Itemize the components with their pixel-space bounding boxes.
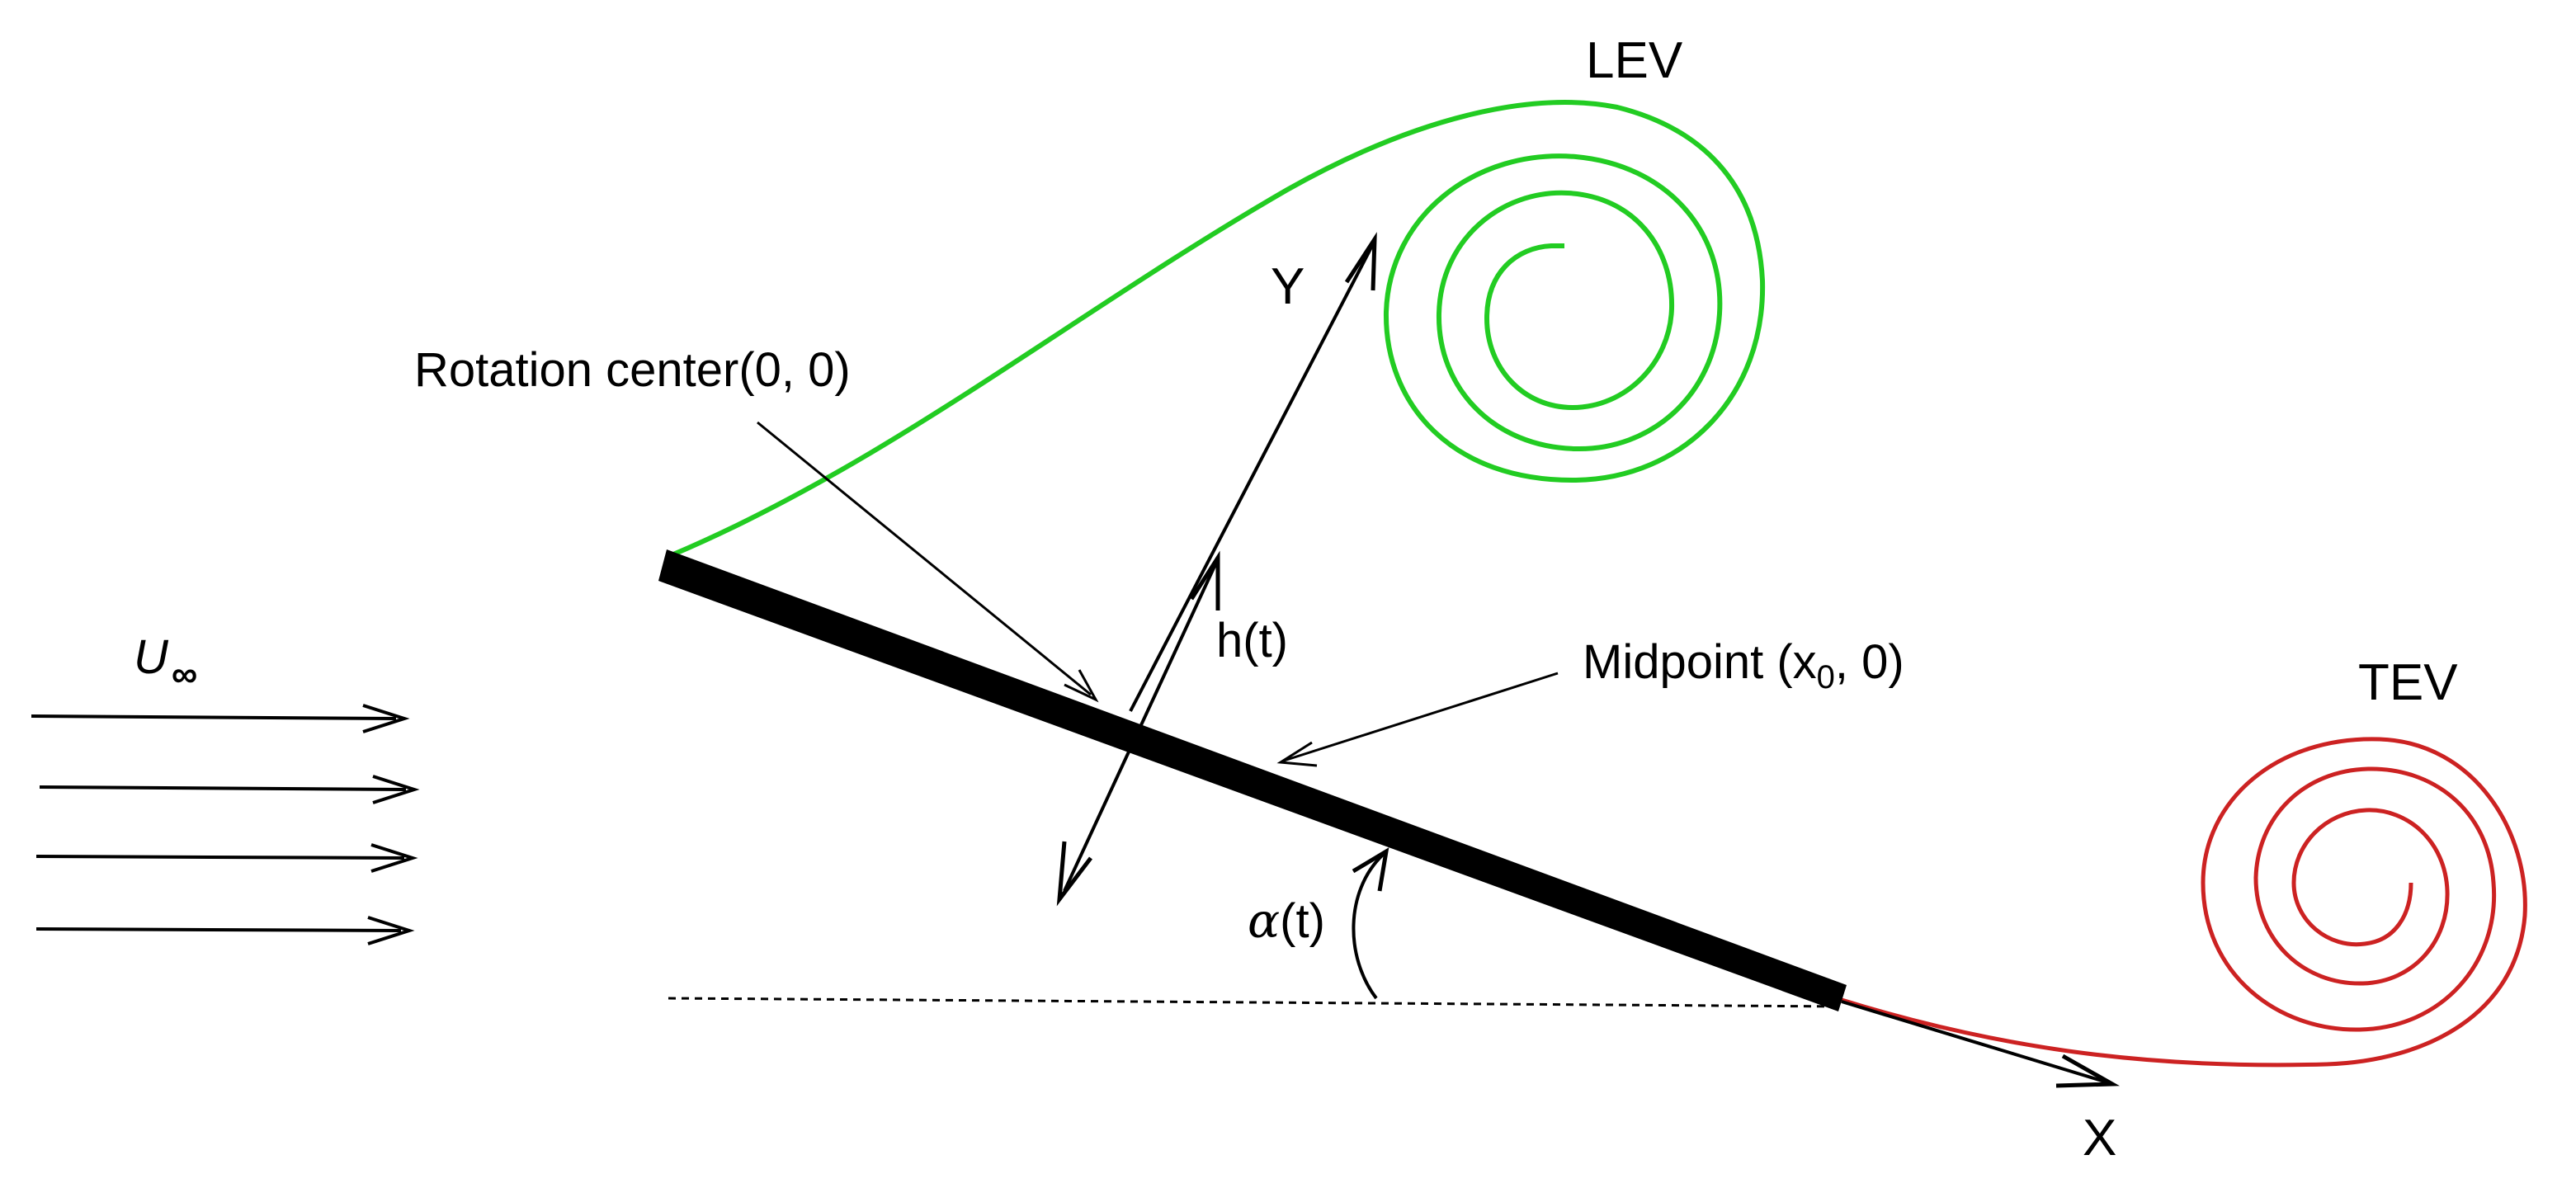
rotation-center-leader xyxy=(757,421,1092,696)
flat-plate-airfoil xyxy=(658,549,1847,1011)
freestream-arrow-1 xyxy=(31,714,397,720)
x-axis-arrow xyxy=(1841,1000,2108,1084)
heave-arrowhead-up xyxy=(1189,550,1220,610)
midpoint-suffix: , 0) xyxy=(1835,635,1904,689)
lev-label: LEV xyxy=(1586,32,1683,89)
angle-arc-arrowhead xyxy=(1352,847,1389,892)
x-axis-label: X xyxy=(2083,1110,2116,1167)
heave-arrow xyxy=(1063,562,1218,892)
angle-label: α(t) xyxy=(1248,893,1325,949)
freestream-arrow-4 xyxy=(35,927,402,932)
freestream-arrowhead-2 xyxy=(372,775,420,804)
tev-vortex-curve xyxy=(1841,737,2527,1068)
freestream-arrowhead-4 xyxy=(367,916,415,945)
angle-symbol: α xyxy=(1248,893,1280,949)
y-axis-arrow xyxy=(1129,243,1375,712)
rotation-center-label: Rotation center(0, 0) xyxy=(414,343,851,397)
heave-label: h(t) xyxy=(1216,614,1288,667)
midpoint-leader-arrowhead xyxy=(1276,741,1318,767)
x-axis-arrowhead xyxy=(2055,1054,2121,1088)
y-axis-arrowhead xyxy=(1344,232,1377,291)
freestream-label: U∞ xyxy=(134,630,197,695)
angle-argument: (t) xyxy=(1280,894,1325,948)
midpoint-subscript: 0 xyxy=(1817,659,1835,695)
tev-label: TEV xyxy=(2358,654,2458,711)
heave-arrowhead-down xyxy=(1056,841,1092,907)
midpoint-leader xyxy=(1283,672,1559,762)
freestream-subscript: ∞ xyxy=(172,654,197,695)
y-axis-label: Y xyxy=(1271,258,1305,315)
freestream-arrow-2 xyxy=(39,785,407,791)
midpoint-label: Midpoint (x0, 0) xyxy=(1583,635,1904,695)
freestream-arrows xyxy=(31,704,420,945)
freestream-arrowhead-1 xyxy=(362,704,410,733)
horizontal-reference-line xyxy=(668,997,1842,1008)
freestream-arrow-3 xyxy=(35,855,405,860)
rotation-center-leader-arrowhead xyxy=(1064,669,1099,703)
lev-vortex-curve xyxy=(672,100,1766,557)
freestream-arrowhead-3 xyxy=(370,843,418,873)
angle-arc xyxy=(1352,853,1385,1000)
